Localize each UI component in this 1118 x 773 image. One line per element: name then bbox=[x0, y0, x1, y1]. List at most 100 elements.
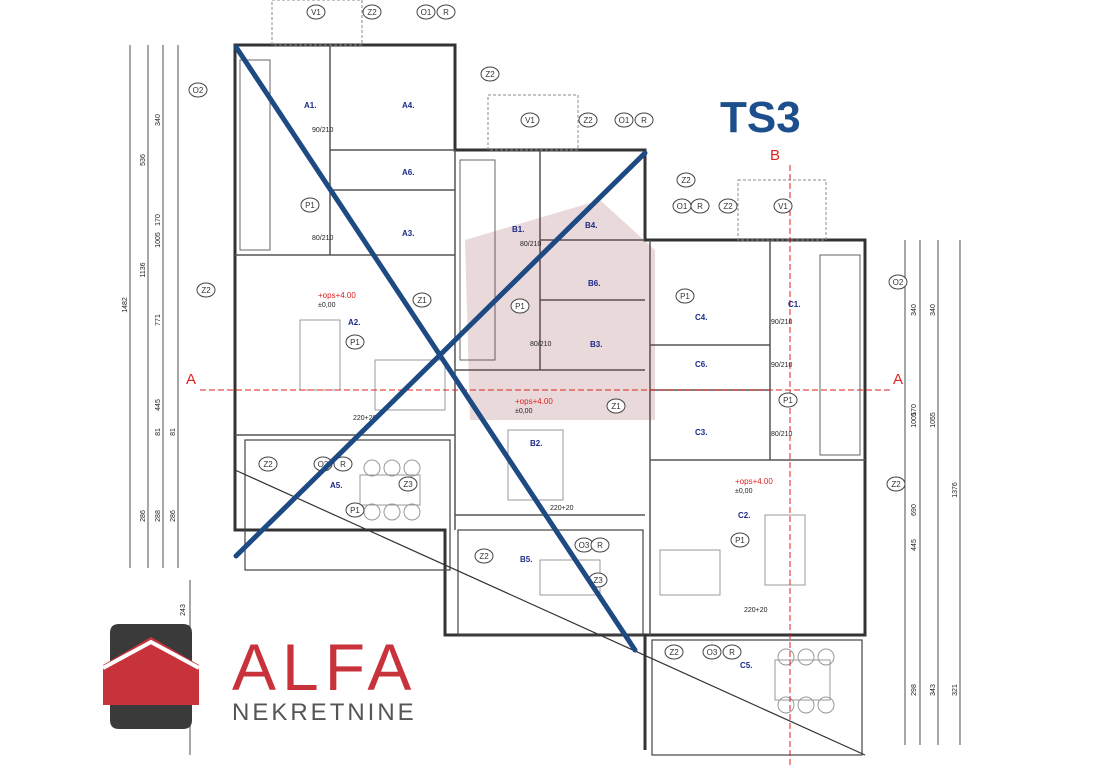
tag-bubble: P1 bbox=[778, 392, 798, 408]
room-label: C2. bbox=[738, 511, 750, 520]
tag-text: Z3 bbox=[403, 480, 413, 489]
tag-text: Z2 bbox=[263, 460, 273, 469]
terraces bbox=[234, 439, 866, 756]
room-label: B2. bbox=[530, 439, 542, 448]
tag-text: O1 bbox=[619, 116, 630, 125]
tag-bubble: Z3 bbox=[398, 476, 418, 492]
dimension-label: 298 bbox=[911, 684, 918, 696]
dimension-label: 170 bbox=[911, 404, 918, 416]
dimension-label: 343 bbox=[930, 684, 937, 696]
tag-text: Z2 bbox=[723, 202, 733, 211]
door-label: 220+20 bbox=[744, 607, 768, 614]
dimension-label: 1055 bbox=[930, 412, 937, 428]
dimension-label: 536 bbox=[140, 154, 147, 166]
tag-bubble: Z2 bbox=[480, 66, 500, 82]
tag-text: P1 bbox=[680, 292, 690, 301]
door-label: 90/210 bbox=[771, 319, 793, 326]
tag-bubble: Z2 bbox=[664, 644, 684, 660]
tag-bubble: Z2 bbox=[718, 198, 738, 214]
dimension-label: 340 bbox=[930, 304, 937, 316]
room-label: B4. bbox=[585, 221, 597, 230]
dimension-label: 321 bbox=[952, 684, 959, 696]
room-label: B5. bbox=[520, 555, 532, 564]
tag-bubble: O2 bbox=[188, 82, 208, 98]
dimension-label: 340 bbox=[911, 304, 918, 316]
door-label: 90/210 bbox=[312, 127, 334, 134]
page-title: TS3 bbox=[720, 93, 801, 142]
level-label: +ops+4.00 bbox=[318, 291, 356, 300]
tag-text: O3 bbox=[707, 648, 718, 657]
tag-text: P1 bbox=[350, 338, 360, 347]
tag-bubble: R bbox=[590, 537, 610, 553]
tag-bubble: Z2 bbox=[196, 282, 216, 298]
right-dimension-chain bbox=[904, 240, 961, 745]
dimension-label: 445 bbox=[911, 539, 918, 551]
logo-text-sub: NEKRETNINE bbox=[232, 699, 417, 726]
section-mark-a-right: A bbox=[893, 371, 903, 388]
room-label: C1. bbox=[788, 300, 800, 309]
logo-text-main: ALFA bbox=[232, 630, 417, 704]
room-label: B6. bbox=[588, 279, 600, 288]
level-label: ±0,00 bbox=[515, 408, 533, 415]
tag-text: O1 bbox=[421, 8, 432, 17]
tag-text: R bbox=[697, 202, 703, 211]
tag-bubble: O1 bbox=[672, 198, 692, 214]
section-line-b: B bbox=[770, 147, 791, 768]
door-label: 80/210 bbox=[312, 235, 334, 242]
building-outline bbox=[233, 43, 867, 750]
door-label: 220+20 bbox=[353, 415, 377, 422]
tag-text: Z2 bbox=[479, 552, 489, 561]
tag-text: Z2 bbox=[201, 286, 211, 295]
tag-text: O2 bbox=[893, 278, 904, 287]
tag-bubble: R bbox=[634, 112, 654, 128]
room-label: A5. bbox=[330, 481, 342, 490]
dimension-label: 286 bbox=[170, 510, 177, 522]
tag-bubble: P1 bbox=[300, 197, 320, 213]
section-line-a: A A bbox=[186, 371, 903, 391]
dimension-label: 81 bbox=[170, 428, 177, 436]
room-label: A4. bbox=[402, 101, 414, 110]
tag-text: Z1 bbox=[611, 402, 621, 411]
room-label: C5. bbox=[740, 661, 752, 670]
room-label: B1. bbox=[512, 225, 524, 234]
level-label: +ops+4.00 bbox=[515, 397, 553, 406]
room-labels: A1.A2.A3.A4.A5.A6.B1.B2.B3.B4.B5.B6.C1.C… bbox=[304, 101, 800, 670]
tag-bubble: O3 bbox=[702, 644, 722, 660]
tag-text: O3 bbox=[579, 541, 590, 550]
tag-text: V1 bbox=[311, 8, 321, 17]
tag-text: P1 bbox=[783, 396, 793, 405]
room-label: C4. bbox=[695, 313, 707, 322]
tag-bubble: Z2 bbox=[362, 4, 382, 20]
dimension-label: 1482 bbox=[122, 297, 129, 313]
alfa-logo: ALFA NEKRETNINE bbox=[102, 624, 417, 729]
level-label: +ops+4.00 bbox=[735, 477, 773, 486]
tag-bubble: Z2 bbox=[258, 456, 278, 472]
tag-bubble: P1 bbox=[345, 334, 365, 350]
tag-bubble: P1 bbox=[675, 288, 695, 304]
door-labels: 90/21080/21080/21080/21090/21090/21080/2… bbox=[312, 127, 793, 614]
tag-bubble: Z1 bbox=[606, 398, 626, 414]
tag-text: Z3 bbox=[593, 576, 603, 585]
tag-bubble: R bbox=[722, 644, 742, 660]
tag-text: R bbox=[597, 541, 603, 550]
tag-bubble: P1 bbox=[510, 298, 530, 314]
section-mark-b-top: B bbox=[770, 147, 780, 164]
tag-text: V1 bbox=[525, 116, 535, 125]
tag-text: R bbox=[340, 460, 346, 469]
tag-text: O3 bbox=[318, 460, 329, 469]
left-dimension-chain bbox=[129, 45, 191, 755]
tag-text: P1 bbox=[515, 302, 525, 311]
dimension-label: 1136 bbox=[140, 262, 147, 277]
room-label: A1. bbox=[304, 101, 316, 110]
tag-text: P1 bbox=[735, 536, 745, 545]
logo-emblem-icon bbox=[102, 624, 200, 729]
room-label: A6. bbox=[402, 168, 414, 177]
dimension-label: 771 bbox=[155, 314, 162, 326]
dimension-label: 1005 bbox=[155, 232, 162, 248]
room-label: C6. bbox=[695, 360, 707, 369]
dimension-label: 690 bbox=[911, 504, 918, 516]
tag-bubble: Z1 bbox=[412, 292, 432, 308]
tag-bubble: R bbox=[436, 4, 456, 20]
